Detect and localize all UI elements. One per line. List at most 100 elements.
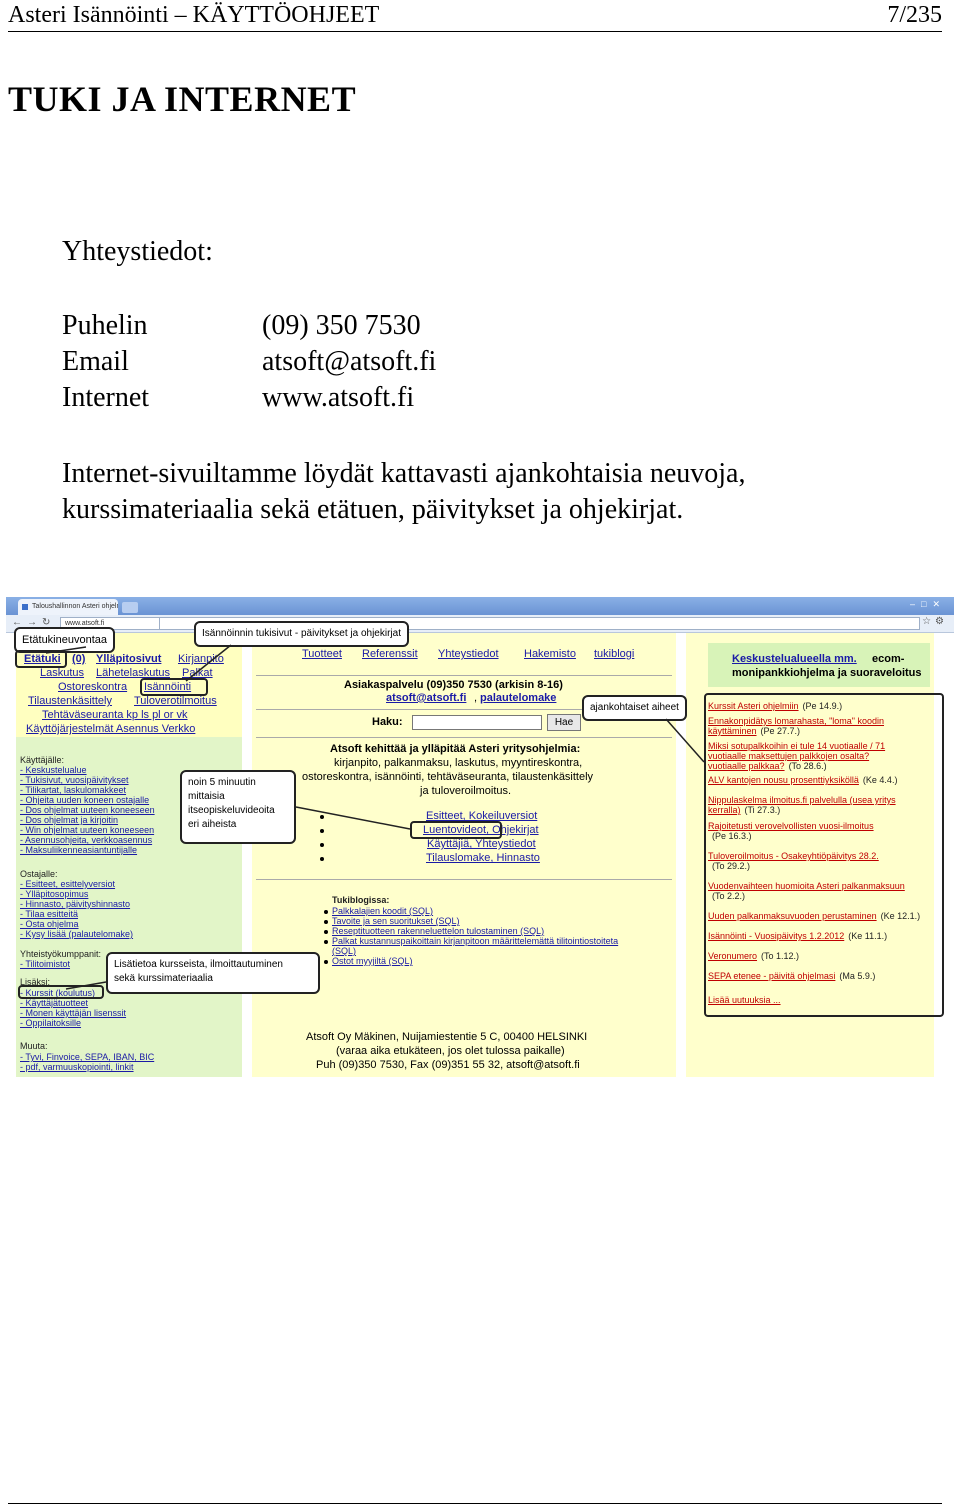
menu-yhteystiedot[interactable]: Yhteystiedot <box>438 648 499 660</box>
section-title: TUKI JA INTERNET <box>8 79 357 119</box>
news-link[interactable]: Uuden palkanmaksuvuoden perustaminen <box>708 911 877 921</box>
left-link-kurssit[interactable]: - Kurssit (koulutus) <box>20 988 96 998</box>
nav-arrows-icon[interactable]: ←→↻ <box>12 617 56 628</box>
news-link[interactable]: Lisää uutuuksia ... <box>708 995 781 1005</box>
left-link[interactable]: - Dos ohjelmat ja kirjoitin <box>20 815 119 825</box>
news-item[interactable]: Ennakonpidätys lomarahasta, "loma" koodi… <box>708 716 888 726</box>
nav-palkat[interactable]: Palkat <box>182 667 213 679</box>
left-link[interactable]: - Osta ohjelma <box>20 919 79 929</box>
left-link[interactable]: - Maksuliikenneasiantuntijalle <box>20 845 138 855</box>
news-item[interactable]: ALV kantojen nousu prosenttiyksiköllä(Ke… <box>708 775 897 785</box>
nav-kayttojarjestelmat[interactable]: Käyttöjärjestelmät Asennus Verkko <box>26 723 196 735</box>
nav-laskutus[interactable]: Laskutus <box>40 667 85 679</box>
left-link[interactable]: - Tukisivut, vuosipäivitykset <box>20 775 129 785</box>
news-item[interactable]: kerralla)(Ti 27.3.) <box>708 805 780 815</box>
center-link-videos[interactable]: Luentovideot, Ohjekirjat <box>423 824 539 836</box>
news-link[interactable]: vuotiaalle maksettujen palkkojen osalta? <box>708 751 870 761</box>
left-link[interactable]: - Keskustelualue <box>20 765 87 775</box>
news-link[interactable]: Rajoitetusti verovelvollisten vuosi-ilmo… <box>708 821 874 831</box>
blog-link[interactable]: Ostot myyjiltä (SQL) <box>332 956 413 966</box>
news-item[interactable]: Isännöinti - Vuosipäivitys 1.2.2012(Ke 1… <box>708 931 887 941</box>
news-link[interactable]: käyttäminen <box>708 726 757 736</box>
news-item[interactable]: (To 29.2.) <box>708 861 750 871</box>
left-link[interactable]: - pdf, varmuuskopiointi, linkit <box>20 1062 134 1072</box>
left-link[interactable]: - Hinnasto, päivityshinnasto <box>20 899 131 909</box>
news-link[interactable]: kerralla) <box>708 805 741 815</box>
left-link[interactable]: - Tilitoimistot <box>20 959 71 969</box>
nav-tehtavaseuranta[interactable]: Tehtäväseuranta kp ls pl or vk <box>42 709 188 721</box>
news-link[interactable]: ALV kantojen nousu prosenttiyksiköllä <box>708 775 859 785</box>
news-item[interactable]: vuotiaalle palkkaa?(To 28.6.) <box>708 761 827 771</box>
nav-tuloverotilmoitus[interactable]: Tuloverotilmoitus <box>134 695 217 707</box>
menu-tuotteet[interactable]: Tuotteet <box>302 648 342 660</box>
left-link[interactable]: - Tilikartat, laskulomakkeet <box>20 785 127 795</box>
left-link[interactable]: - Tilaa esitteitä <box>20 909 79 919</box>
forum-link[interactable]: Keskustelualueella mm. <box>732 653 857 665</box>
search-button[interactable]: Hae <box>547 714 581 731</box>
news-link[interactable]: Isännöinti - Vuosipäivitys 1.2.2012 <box>708 931 845 941</box>
news-item[interactable]: käyttäminen(Pe 27.7.) <box>708 726 800 736</box>
news-link[interactable]: vuotiaalle palkkaa? <box>708 761 785 771</box>
left-link[interactable]: - Käyttäjätuotteet <box>20 998 89 1008</box>
menu-tukiblogi[interactable]: tukiblogi <box>594 648 635 660</box>
center-link[interactable]: Käyttäjiä, Yhteystiedot <box>427 838 536 850</box>
nav-zero[interactable]: (0) <box>72 653 86 665</box>
news-item[interactable]: (Pe 16.3.) <box>708 831 752 841</box>
news-item[interactable]: Vuodenvaihteen huomioita Asteri palkanma… <box>708 881 909 891</box>
left-link[interactable]: - Asennusohjeita, verkkoasennus <box>20 835 153 845</box>
news-link[interactable]: Ennakonpidätys lomarahasta, "loma" koodi… <box>708 716 884 726</box>
news-item[interactable]: Nippulaskelma ilmoitus.fi palvelulla (us… <box>708 795 900 805</box>
browser-tab[interactable]: Taloushallinnon Asteri ohjelm <box>18 599 118 615</box>
left-link[interactable]: - Win ohjelmat uuteen koneeseen <box>20 825 155 835</box>
star-wrench-icon[interactable]: ☆⚙ <box>922 616 948 627</box>
news-link[interactable]: Nippulaskelma ilmoitus.fi palvelulla (us… <box>708 795 896 805</box>
left-link[interactable]: - Monen käyttäjän lisenssit <box>20 1008 127 1018</box>
nav-tilaustenkasittely[interactable]: Tilaustenkäsittely <box>28 695 112 707</box>
blog-link[interactable]: (SQL) <box>332 946 357 956</box>
nav-isannointi[interactable]: Isännöinti <box>144 681 192 693</box>
menu-hakemisto[interactable]: Hakemisto <box>524 648 576 660</box>
news-item[interactable]: Tuloveroilmoitus - Osakeyhtiöpäivitys 28… <box>708 851 883 861</box>
left-link[interactable]: - Kysy lisää (palautelomake) <box>20 929 134 939</box>
news-item[interactable]: Miksi sotupalkkoihin ei tule 14 vuotiaal… <box>708 741 889 751</box>
new-tab-button[interactable] <box>122 602 138 613</box>
nav-lahetelaskutus[interactable]: Lähetelaskutus <box>96 667 170 679</box>
news-item[interactable]: (To 2.2.) <box>708 891 745 901</box>
left-link[interactable]: - Dos ohjelmat uuteen koneeseen <box>20 805 155 815</box>
news-link[interactable]: Kurssit Asteri ohjelmiin <box>708 701 799 711</box>
news-link[interactable]: Veronumero <box>708 951 758 961</box>
palautelomake-link[interactable]: palautelomake <box>480 692 557 704</box>
asiakas-email[interactable]: atsoft@atsoft.fi <box>386 692 467 704</box>
nav-ostoreskontra[interactable]: Ostoreskontra <box>58 681 128 693</box>
news-item[interactable]: Uuden palkanmaksuvuoden perustaminen(Ke … <box>708 911 920 921</box>
left-link[interactable]: - Ohjeita uuden koneen ostajalle <box>20 795 150 805</box>
news-link[interactable]: Miksi sotupalkkoihin ei tule 14 vuotiaal… <box>708 741 886 751</box>
left-link[interactable]: - Oppilaitoksille <box>20 1018 82 1028</box>
center-link[interactable]: Esitteet, Kokeiluversiot <box>426 810 538 822</box>
blog-link[interactable]: Palkkalajien koodit (SQL) <box>332 906 434 916</box>
blog-link[interactable]: Tavoite ja sen suoritukset (SQL) <box>332 916 460 926</box>
news-item[interactable]: Rajoitetusti verovelvollisten vuosi-ilmo… <box>708 821 878 831</box>
center-link[interactable]: Tilauslomake, Hinnasto <box>426 852 540 864</box>
contact-label: Puhelin <box>62 310 148 341</box>
forum-text: ecom- <box>872 653 905 665</box>
news-item[interactable]: Veronumero(To 1.12.) <box>708 951 799 961</box>
news-link[interactable]: Vuodenvaihteen huomioita Asteri palkanma… <box>708 881 905 891</box>
window-controls[interactable]: –□✕ <box>910 599 946 609</box>
blog-link[interactable]: Reseptituotteen rakenneluettelon tulosta… <box>332 926 545 936</box>
nav-yllapitosivut[interactable]: Ylläpitosivut <box>96 653 162 665</box>
news-link[interactable]: SEPA etenee - päivitä ohjelmasi <box>708 971 836 981</box>
left-link[interactable]: - Ylläpitosopimus <box>20 889 89 899</box>
left-link[interactable]: - Esitteet, esittelyversiot <box>20 879 116 889</box>
news-item[interactable]: SEPA etenee - päivitä ohjelmasi(Ma 5.9.) <box>708 971 875 981</box>
news-item[interactable]: vuotiaalle maksettujen palkkojen osalta? <box>708 751 873 761</box>
blog-link[interactable]: Palkat kustannuspaikoittain kirjanpitoon… <box>332 936 619 946</box>
menu-referenssit[interactable]: Referenssit <box>362 648 418 660</box>
nav-etatuki[interactable]: Etätuki <box>24 653 61 665</box>
news-item[interactable]: Lisää uutuuksia ... <box>708 995 785 1005</box>
nav-kirjanpito[interactable]: Kirjanpito <box>178 653 224 665</box>
news-link[interactable]: Tuloveroilmoitus - Osakeyhtiöpäivitys 28… <box>708 851 879 861</box>
search-input[interactable] <box>412 715 542 730</box>
left-link[interactable]: - Tyvi, Finvoice, SEPA, IBAN, BIC <box>20 1052 155 1062</box>
news-item[interactable]: Kurssit Asteri ohjelmiin(Pe 14.9.) <box>708 701 842 711</box>
